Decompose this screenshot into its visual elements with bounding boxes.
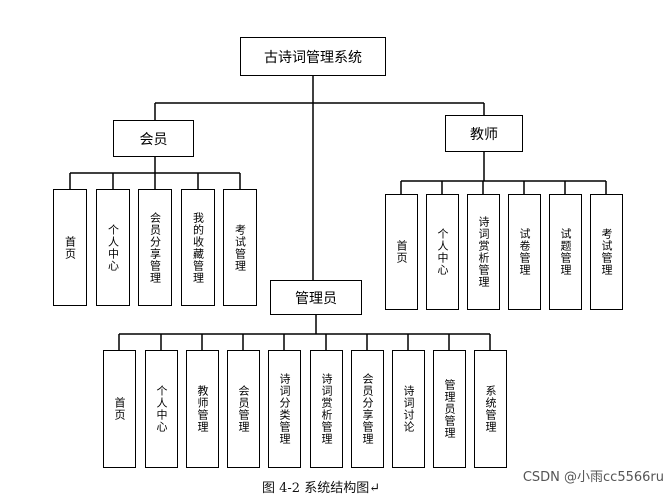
member-node: 会员: [113, 120, 194, 157]
teacher-child-label: 诗词赏析管理: [477, 216, 490, 288]
member-child-label: 首页: [63, 235, 77, 260]
admin-child-node: 会员管理: [227, 350, 260, 468]
member-child-node: 会员分享管理: [138, 189, 172, 306]
teacher-child-label: 考试管理: [600, 228, 613, 276]
admin-child-label: 诗词讨论: [402, 385, 415, 433]
admin-child-node: 教师管理: [186, 350, 219, 468]
admin-child-label: 教师管理: [196, 385, 209, 433]
admin-child-label: 会员分享管理: [361, 373, 374, 445]
member-child-node: 考试管理: [223, 189, 257, 306]
teacher-child-node: 个人中心: [426, 194, 459, 310]
admin-child-node: 个人中心: [145, 350, 178, 468]
member-child-label: 个人中心: [106, 223, 120, 272]
teacher-child-label: 个人中心: [436, 228, 449, 276]
teacher-child-label: 试题管理: [559, 228, 572, 276]
admin-child-node: 诗词分类管理: [268, 350, 301, 468]
admin-child-node: 会员分享管理: [351, 350, 384, 468]
teacher-node: 教师: [445, 115, 523, 152]
teacher-child-node: 试题管理: [549, 194, 582, 310]
root-node: 古诗词管理系统: [240, 37, 386, 76]
admin-child-node: 管理员管理: [433, 350, 466, 468]
figure-caption: 图 4-2 系统结构图↵: [262, 481, 381, 496]
admin-child-label: 诗词赏析管理: [320, 373, 333, 445]
teacher-child-label: 首页: [395, 240, 408, 264]
admin-child-label: 个人中心: [155, 385, 168, 433]
member-child-label: 会员分享管理: [148, 211, 162, 284]
member-child-node: 个人中心: [96, 189, 130, 306]
admin-child-label: 会员管理: [237, 385, 250, 433]
admin-child-label: 首页: [113, 397, 126, 421]
teacher-child-node: 考试管理: [590, 194, 623, 310]
admin-child-label: 管理员管理: [443, 379, 456, 439]
member-child-label: 我的收藏管理: [191, 211, 205, 284]
root-node-label: 古诗词管理系统: [264, 49, 362, 66]
teacher-child-node: 试卷管理: [508, 194, 541, 310]
teacher-child-node: 首页: [385, 194, 418, 310]
teacher-child-label: 试卷管理: [518, 228, 531, 276]
admin-child-node: 系统管理: [474, 350, 507, 468]
admin-child-label: 系统管理: [484, 385, 497, 433]
watermark-text: CSDN @小雨cc5566ru: [522, 470, 664, 485]
teacher-node-label: 教师: [470, 126, 498, 143]
admin-child-label: 诗词分类管理: [278, 373, 291, 445]
admin-child-node: 首页: [103, 350, 136, 468]
teacher-child-node: 诗词赏析管理: [467, 194, 500, 310]
member-child-node: 首页: [53, 189, 87, 306]
member-child-label: 考试管理: [233, 223, 247, 272]
member-child-node: 我的收藏管理: [181, 189, 215, 306]
admin-node: 管理员: [270, 280, 362, 315]
admin-node-label: 管理员: [295, 290, 337, 307]
admin-child-node: 诗词讨论: [392, 350, 425, 468]
member-node-label: 会员: [139, 131, 168, 148]
admin-child-node: 诗词赏析管理: [310, 350, 343, 468]
